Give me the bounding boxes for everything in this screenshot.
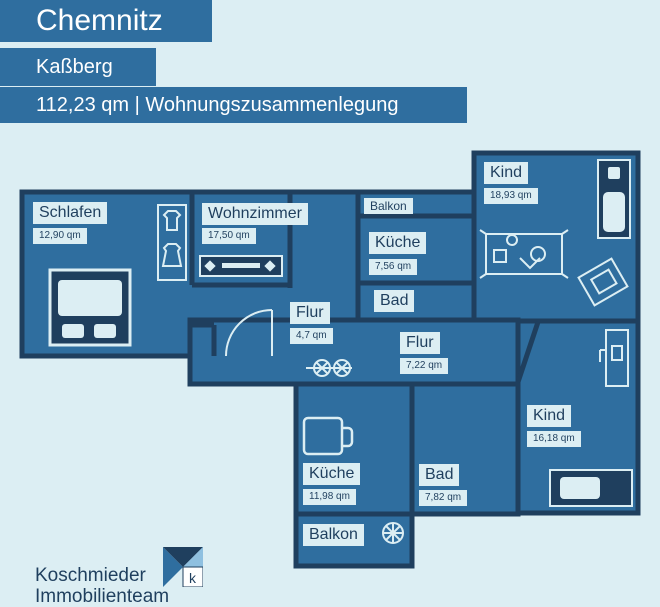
- plant-icon: [382, 522, 404, 544]
- hallway-floor: [187, 317, 521, 387]
- room-area-flur-small: 4,7 qm: [290, 328, 333, 344]
- tv-sideboard-icon: [199, 255, 283, 277]
- room-label-flur-main: Flur: [400, 332, 440, 354]
- info-banner: 112,23 qm | Wohnungszusammenlegung: [0, 87, 467, 123]
- room-area-kind-top: 18,93 qm: [484, 188, 538, 204]
- city-title: Chemnitz: [36, 4, 163, 37]
- district-banner: Kaßberg: [0, 48, 156, 86]
- room-label-kueche-bottom: Küche: [303, 463, 361, 485]
- room-label-kind-right: Kind: [527, 405, 572, 427]
- brand-name-line2: Immobilienteam: [35, 586, 170, 607]
- room-label-bad-top: Bad: [374, 290, 415, 312]
- room-label-flur-small: Flur: [290, 302, 330, 324]
- brand-logo-icon: k: [163, 547, 203, 587]
- hallway-rug-icon: [306, 359, 352, 377]
- city-banner: Chemnitz: [0, 0, 212, 42]
- logo-letter: k: [189, 570, 197, 586]
- room-area-bad-bottom: 7,82 qm: [419, 490, 468, 506]
- room-area-kueche-bottom: 11,98 qm: [303, 489, 356, 505]
- bed-icon: [48, 268, 132, 347]
- armchair-icon: [577, 257, 629, 307]
- wardrobe-icon: [157, 204, 187, 281]
- crib-icon: [597, 159, 631, 239]
- desk-icon: [599, 329, 629, 387]
- room-label-wohnzimmer: Wohnzimmer: [202, 203, 308, 225]
- room-label-bad-bottom: Bad: [419, 464, 460, 486]
- room-area-flur-main: 7,22 qm: [400, 358, 449, 374]
- room-area-kind-right: 16,18 qm: [527, 431, 581, 447]
- play-rug-icon: [479, 229, 569, 279]
- room-area-wohnzimmer: 17,50 qm: [202, 228, 256, 244]
- room-area-kueche-top: 7,56 qm: [369, 259, 418, 275]
- district-title: Kaßberg: [36, 55, 113, 78]
- room-area-schlafen: 12,90 qm: [33, 228, 87, 244]
- room-label-balkon-bottom: Balkon: [303, 524, 364, 546]
- kid-bed-icon: [549, 469, 633, 507]
- room-label-schlafen: Schlafen: [33, 202, 108, 224]
- room-label-kind-top: Kind: [484, 162, 529, 184]
- brand-name-line1: Koschmieder: [35, 565, 146, 586]
- room-label-balkon-top: Balkon: [364, 198, 413, 214]
- info-title: 112,23 qm | Wohnungszusammenlegung: [36, 93, 399, 116]
- stove-icon: [302, 416, 354, 456]
- room-label-kueche-top: Küche: [369, 232, 427, 254]
